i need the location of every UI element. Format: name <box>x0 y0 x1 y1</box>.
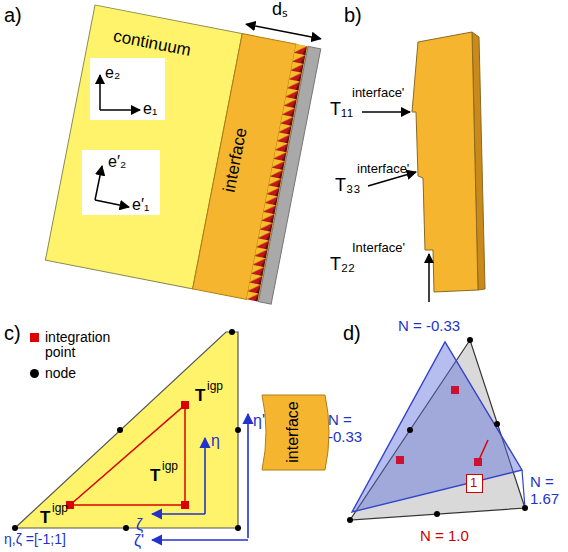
traction-label: T₂₂ <box>330 255 355 275</box>
legend-text: integration point <box>45 330 140 361</box>
axis-label: η <box>211 432 220 450</box>
legend-swatch <box>30 369 39 378</box>
axis-label: e′₂ <box>108 153 126 171</box>
legend-item: node <box>30 366 140 381</box>
panel-letter: b) <box>344 4 362 26</box>
traction-label: T₁₁ <box>330 100 353 120</box>
element-triangle <box>15 332 238 528</box>
value-label: N = -0.33 <box>328 412 372 445</box>
traction-label: T₃₃ <box>335 176 361 196</box>
panel-letter: c) <box>4 322 21 344</box>
value-label: N = 1.67 <box>530 474 564 507</box>
superscript-label: igp <box>162 460 178 473</box>
superscript-label: igp <box>207 380 223 393</box>
superscript-label: igp <box>52 502 68 515</box>
axis-label: ζ' <box>134 532 144 550</box>
continuum-block <box>45 0 322 304</box>
axis-label: e₁ <box>143 100 157 118</box>
shape-function-plane <box>352 342 522 512</box>
interface-slice <box>412 32 478 292</box>
element-triangle <box>350 340 525 520</box>
legend-swatch <box>30 333 39 342</box>
axis-label: e′₁ <box>132 196 149 214</box>
stress-label: T <box>150 467 160 486</box>
axis-box <box>82 150 160 215</box>
axis-label: η' <box>253 412 265 430</box>
interface-strip <box>262 395 329 470</box>
dimension-label: dₛ <box>272 0 288 20</box>
axis-label: ζ <box>136 516 143 534</box>
range-note: η,ζ =[-1;1] <box>4 532 66 547</box>
region-label: interface <box>284 401 302 462</box>
superscript-label: Interface' <box>352 241 405 255</box>
axis-box <box>90 58 165 120</box>
stress-label: T <box>195 387 205 406</box>
value-label: N = -0.33 <box>398 318 460 335</box>
superscript-label: interface' <box>352 86 404 100</box>
panel-letter: a) <box>4 4 22 26</box>
legend-item: integration point <box>30 330 140 361</box>
value-label: N = 1.0 <box>420 528 469 545</box>
superscript-label: interface' <box>357 162 409 176</box>
callout-box: 1 <box>466 474 483 493</box>
axis-label: e₂ <box>105 64 120 82</box>
panel-letter: d) <box>343 322 361 344</box>
stress-label: T <box>40 509 50 528</box>
callout-number: 1 <box>470 476 479 490</box>
legend-text: node <box>45 366 140 381</box>
